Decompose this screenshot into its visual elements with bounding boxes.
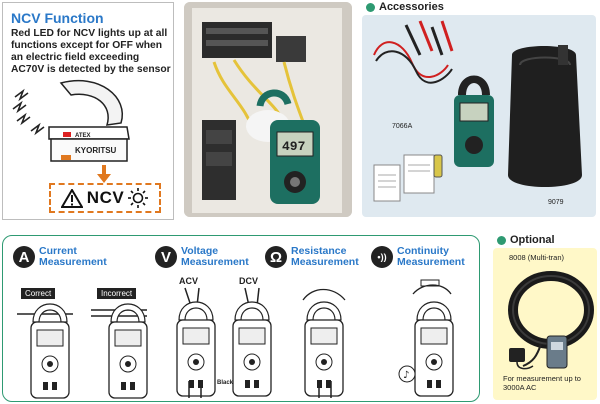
continuity-title-line1: Continuity: [397, 245, 449, 257]
resistance-title-line2: Measurement: [291, 256, 359, 268]
battery-icon: [433, 154, 443, 178]
product-photo: 497: [184, 2, 352, 217]
electric-field-icon: [12, 88, 45, 136]
carrying-case-icon: [508, 45, 582, 187]
current-title-line1: Current: [39, 245, 77, 257]
ncv-title: NCV Function: [11, 10, 104, 26]
current-meter-correct: [17, 303, 73, 399]
manual-icon: [373, 154, 435, 202]
current-meter-incorrect: [91, 303, 148, 399]
carrying-case-label: 9079: [548, 199, 564, 206]
accessories-title: Accessories: [379, 1, 444, 13]
continuity-icon: •)): [371, 246, 393, 268]
ncv-clamp-illustration: ATEX KYORITSU: [12, 79, 130, 162]
voltage-title-line1: Voltage: [181, 245, 219, 257]
current-title-line2: Measurement: [39, 256, 107, 268]
resistance-title: Resistance Measurement: [291, 246, 359, 268]
measurement-illustrations: ♪: [17, 279, 454, 399]
correct-tag: Correct: [21, 288, 56, 299]
current-icon: A: [13, 246, 35, 268]
svg-text:ATEX: ATEX: [75, 133, 91, 139]
accessories-panel: 7066A 9079: [362, 15, 596, 217]
optional-header: Optional: [497, 234, 555, 246]
continuity-title: Continuity Measurement: [397, 246, 465, 268]
bullet-icon: [366, 2, 375, 12]
brand-label: KYORITSU: [75, 146, 117, 155]
led-light-icon: [128, 188, 149, 208]
down-arrow-icon: [97, 165, 111, 183]
optional-panel: 8008 (Multi-tran) For measurement up to …: [493, 248, 597, 400]
measurement-panel: A Current Measurement Correct Incorrect …: [2, 235, 480, 402]
voltage-icon: V: [155, 246, 177, 268]
dcv-label: DCV: [239, 276, 259, 286]
resistance-icon: Ω: [265, 246, 287, 268]
panelboard-photo: 497: [184, 2, 352, 217]
continuity-title-line2: Measurement: [397, 256, 465, 268]
optional-model: 8008 (Multi-tran): [509, 253, 565, 262]
test-leads-label: 7066A: [392, 123, 413, 130]
voltage-title: Voltage Measurement: [181, 246, 249, 268]
flexible-clamp-icon: [508, 271, 594, 370]
continuity-meter: ♪: [398, 279, 454, 397]
optional-caption: For measurement up to 3000A AC: [503, 374, 581, 392]
voltage-title-line2: Measurement: [181, 256, 249, 268]
svg-text:♪: ♪: [403, 370, 409, 381]
ncv-panel: NCV Function Red LED for NCV lights up a…: [2, 2, 174, 220]
accessories-illustration: [373, 20, 582, 202]
acv-label: ACV: [179, 276, 199, 286]
acv-meter: [176, 287, 216, 398]
optional-title: Optional: [510, 234, 555, 246]
ncv-description: Red LED for NCV lights up at all functio…: [11, 28, 171, 75]
ncv-indicator: NCV: [49, 183, 161, 213]
dcv-meter: [232, 287, 272, 397]
current-title: Current Measurement: [39, 246, 107, 268]
accessories-header: Accessories: [366, 1, 444, 13]
incorrect-tag: Incorrect: [97, 288, 137, 299]
test-leads-icon: [373, 20, 454, 84]
resistance-title-line1: Resistance: [291, 245, 347, 257]
ncv-indicator-label: NCV: [86, 188, 125, 207]
svg-text:497: 497: [282, 139, 305, 154]
warning-icon: [60, 188, 83, 208]
bullet-icon: [497, 235, 506, 245]
resistance-meter: [302, 288, 346, 398]
clamp-meter-icon: [454, 75, 494, 167]
